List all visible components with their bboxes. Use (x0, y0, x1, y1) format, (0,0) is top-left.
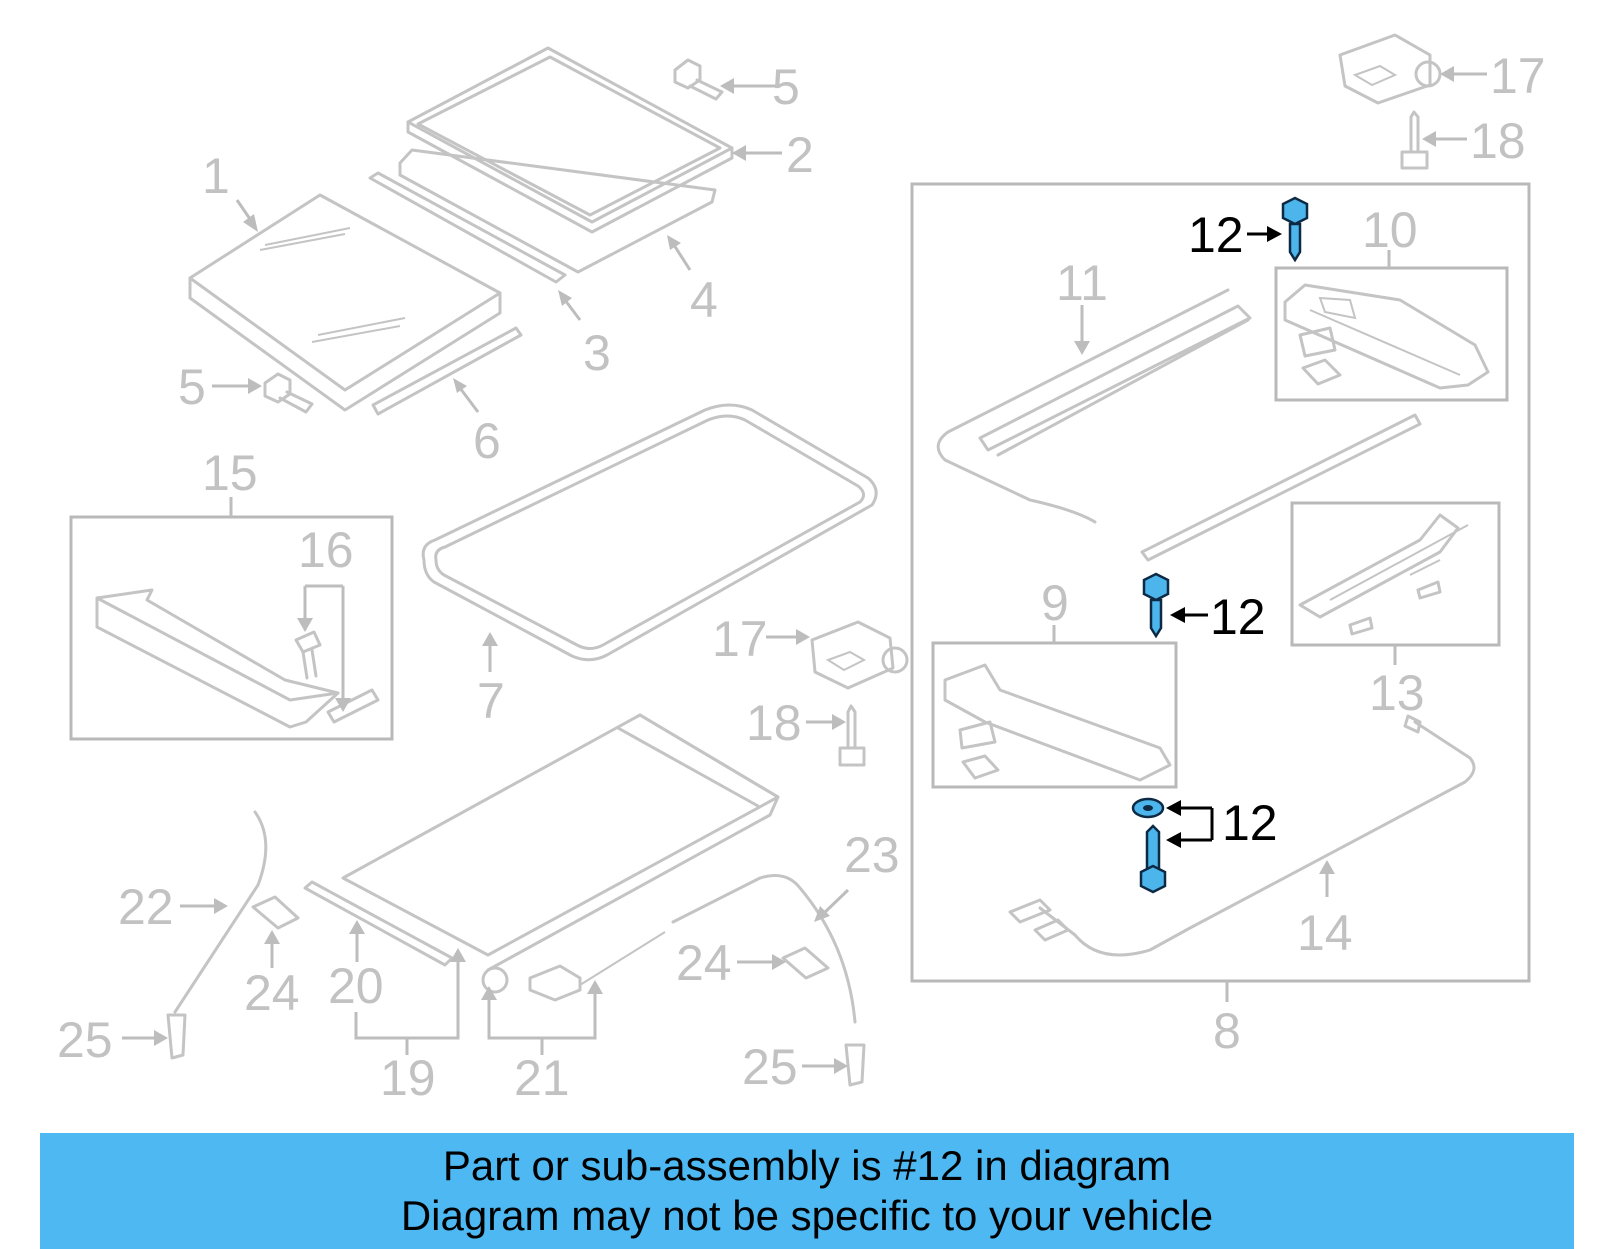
callout-1: 1 (202, 148, 230, 204)
part-23-drain-hose-right (671, 874, 866, 1087)
part-2-glass-frame (406, 46, 734, 234)
part-11-guide-rails (936, 288, 1422, 562)
part-22-drain-hose-left (166, 810, 268, 1060)
callout-19: 19 (380, 1050, 436, 1106)
callout-20: 20 (328, 958, 384, 1014)
callout-12-middle: 12 (1210, 589, 1266, 645)
leader-lines (122, 66, 1487, 1074)
callout-12-bottom: 12 (1222, 795, 1278, 851)
part-19-sunshade (341, 713, 780, 972)
callout-13: 13 (1369, 665, 1425, 721)
part-12-washer (1131, 797, 1165, 819)
callout-18-lower: 18 (746, 695, 802, 751)
callout-5-lower: 5 (178, 359, 206, 415)
part-18-screw-lower (838, 704, 866, 767)
part-21-handle-assembly (481, 931, 666, 1002)
callout-10: 10 (1362, 202, 1418, 258)
part-12-bolt-middle (1142, 572, 1170, 639)
callout-24-right: 24 (676, 935, 732, 991)
part-18-screw-upper (1400, 110, 1429, 170)
callout-18-upper: 18 (1470, 113, 1526, 169)
callout-5-upper: 5 (772, 59, 800, 115)
part-12-bolt-bottom (1139, 824, 1167, 894)
part-20-trim-bar (303, 880, 454, 967)
callout-8: 8 (1213, 1003, 1241, 1059)
part-13-link-kit (1298, 513, 1469, 636)
box-10 (1274, 266, 1509, 402)
callout-17-lower: 17 (712, 611, 768, 667)
part-17-motor-upper (1338, 33, 1442, 105)
callout-6: 6 (473, 413, 501, 469)
callout-25-right: 25 (742, 1039, 798, 1095)
callout-7: 7 (477, 673, 505, 729)
info-banner: Part or sub-assembly is #12 in diagram D… (40, 1133, 1574, 1249)
callout-3: 3 (583, 325, 611, 381)
callout-22: 22 (118, 879, 174, 935)
callout-9: 9 (1041, 575, 1069, 631)
part-1-glass-panel (188, 193, 502, 412)
part-24-bracket-left (251, 895, 300, 930)
callout-16: 16 (298, 522, 354, 578)
part-5-bolt-upper (673, 58, 724, 101)
part-9-rail-bracket (943, 663, 1172, 782)
callout-4: 4 (690, 272, 718, 328)
callout-21: 21 (514, 1050, 570, 1106)
part-7-drain-frame (421, 403, 878, 662)
part-10-rail-bracket (1283, 283, 1490, 390)
callout-24-left: 24 (244, 965, 300, 1021)
box-13 (1290, 501, 1501, 647)
callout-14: 14 (1297, 905, 1353, 961)
part-17-motor-lower (810, 620, 909, 690)
banner-disclaimer: Diagram may not be specific to your vehi… (400, 1192, 1214, 1239)
callout-25-left: 25 (57, 1012, 113, 1068)
part-15-deflector (95, 588, 340, 729)
part-4-seal (398, 148, 717, 274)
callout-15: 15 (202, 445, 258, 501)
part-16-clip (294, 630, 380, 724)
part-5-bolt-lower (263, 372, 314, 414)
part-3-weatherstrip (368, 171, 567, 284)
banner-part-note: Part or sub-assembly is #12 in diagram (442, 1142, 1172, 1189)
callout-12-top: 12 (1188, 207, 1244, 263)
callout-2: 2 (786, 127, 814, 183)
box-8 (910, 182, 1531, 983)
part-24-bracket-right (781, 946, 830, 980)
part-14-drive-cable (1008, 714, 1476, 957)
part-6-deflector-strip (371, 326, 523, 416)
callout-23: 23 (844, 827, 900, 883)
callout-11: 11 (1056, 255, 1108, 311)
part-12-bolt-top (1281, 196, 1309, 263)
callout-17-upper: 17 (1490, 48, 1546, 104)
leader-lines-12 (1166, 226, 1282, 848)
